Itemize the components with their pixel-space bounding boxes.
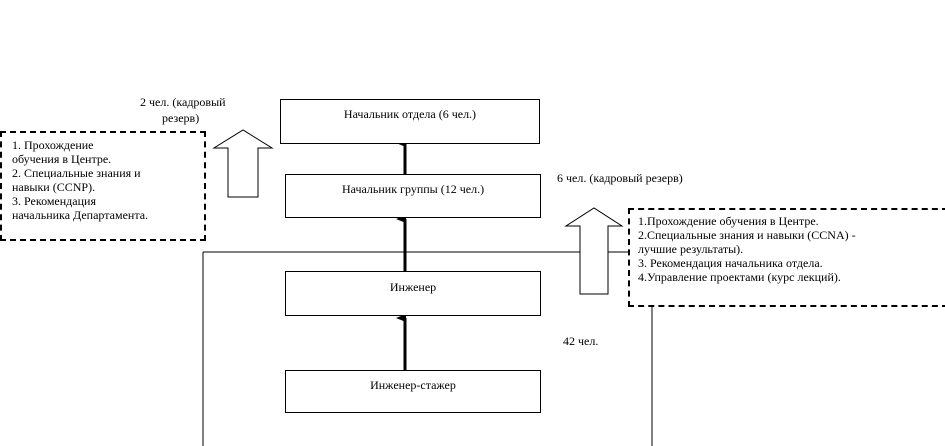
note-left-line-5: 3. Рекомендация [12,194,96,208]
box-engineer-label: Инженер [389,280,437,294]
box-trainee-label: Инженер-стажер [370,378,456,392]
note-left-line-1: 1. Прохождение [12,138,94,152]
note-left-line-3: 2. Специальные знания и [12,166,141,180]
reserve-mid-label: 6 чел. (кадровый резерв) [557,171,683,185]
box-trainee: Инженер-стажер [285,370,541,413]
note-right-line-2: 2.Специальные знания и навыки (CCNA) - [638,228,856,242]
block-arrow-right [564,207,624,295]
box-head-group: Начальник группы (12 чел.) [285,174,541,218]
engineer-count-label: 42 чел. [563,334,599,348]
note-right-line-3: лучшие результаты). [638,242,744,256]
note-left-line-4: навыки (CCNP). [12,180,96,194]
block-arrow-left [212,129,274,198]
box-head-group-label: Начальник группы (12 чел.) [341,182,485,196]
note-right-line-4: 3. Рекомендация начальника отдела. [638,256,823,270]
note-left-requirements: 1. Прохождение обучения в Центре. 2. Спе… [0,131,206,241]
note-left-line-2: обучения в Центре. [12,152,112,166]
reserve-top-label-line2: резерв) [162,111,200,125]
box-head-department-label: Начальник отдела (6 чел.) [343,107,477,121]
reserve-top-label-line1: 2 чел. (кадровый [140,95,226,109]
box-head-department: Начальник отдела (6 чел.) [280,99,540,144]
note-left-line-6: начальника Департамента. [12,208,149,222]
note-right-line-5: 4.Управление проектами (курс лекций). [638,270,841,284]
box-engineer: Инженер [285,271,541,316]
note-right-requirements: 1.Прохождение обучения в Центре. 2.Специ… [628,208,945,307]
note-right-line-1: 1.Прохождение обучения в Центре. [638,214,819,228]
